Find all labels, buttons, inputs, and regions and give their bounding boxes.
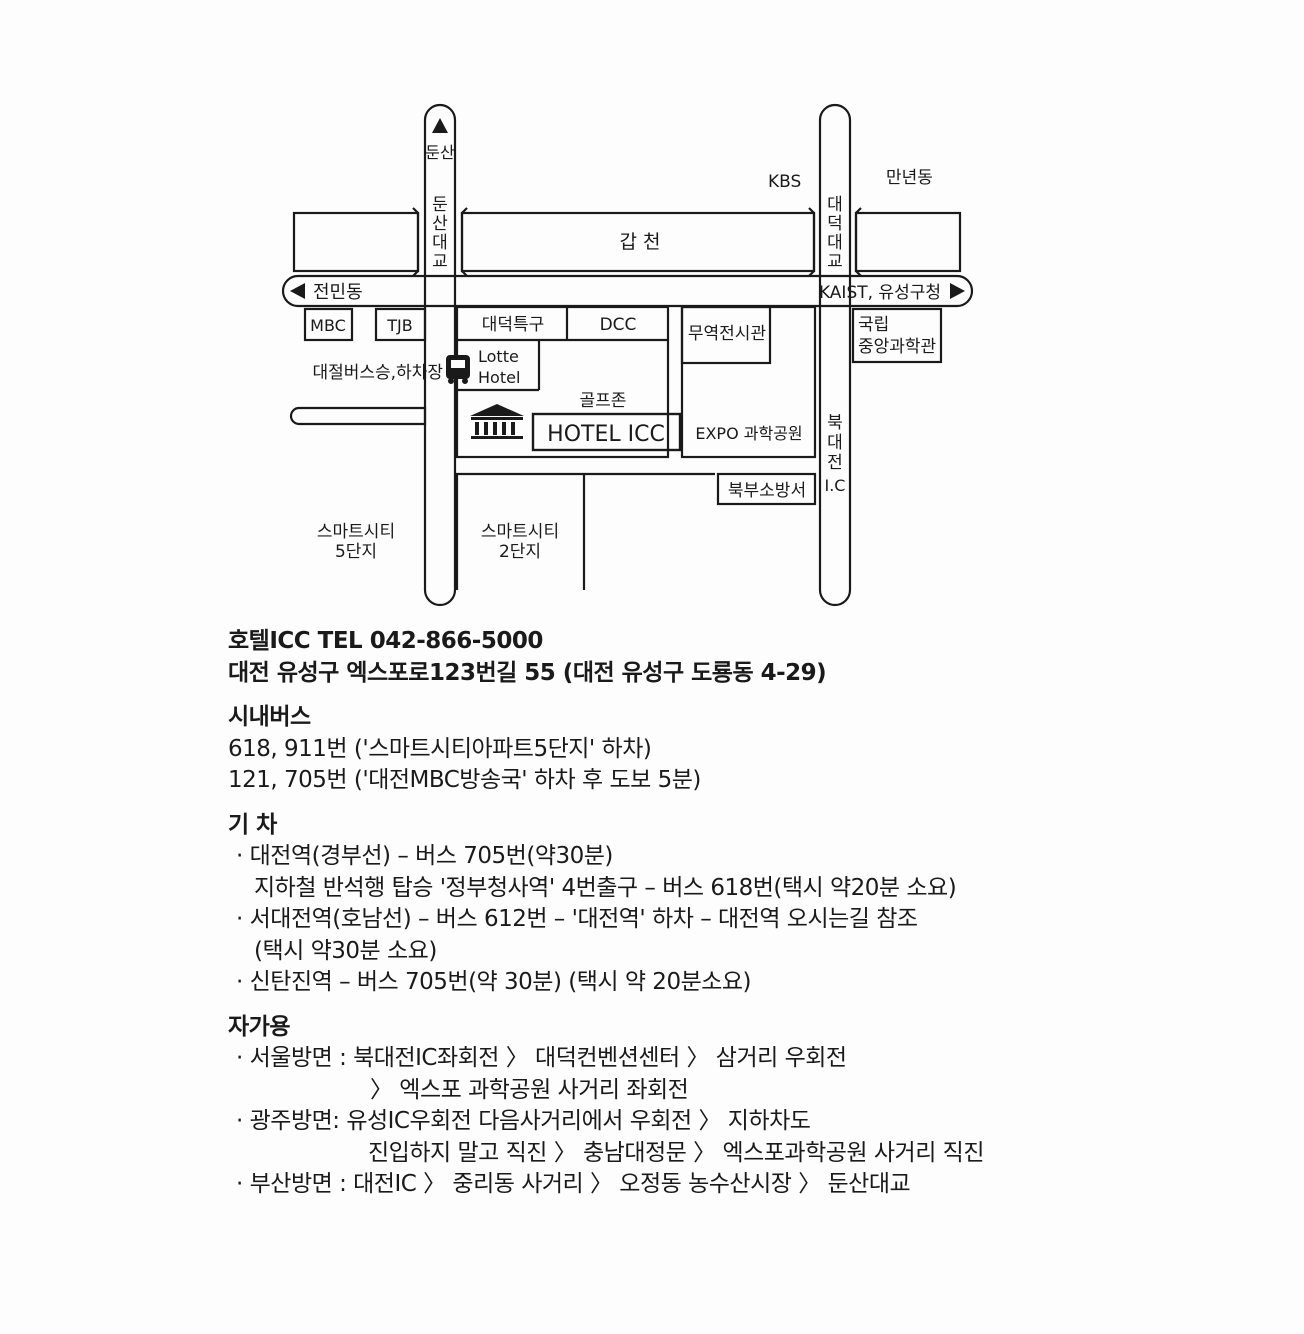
smartcity5-label-2: 5단지 [335,542,377,562]
car-line-3: · 광주방면: 유성IC우회전 다음사거리에서 우회전 〉 지하차도 [236,1108,811,1134]
bus-section: 시내버스 618, 911번 ('스마트시티아파트5단지' 하차) 121, 7… [228,702,1268,797]
daedeok-teukgu-block [455,305,670,459]
arrow-up-icon [432,118,448,133]
mbc-label: MBC [310,316,346,335]
buk-daejeon-ic-label-2: 대 [827,433,843,453]
bus-heading: 시내버스 [228,704,311,730]
dcc-label: DCC [600,315,637,335]
jeonmin-label: 전민동 [313,282,363,303]
daedeok-bridge-label-4: 교 [827,252,843,272]
mbc-building [303,307,354,342]
dunsan-bridge-label-1: 둔 [432,195,448,215]
science-museum-label-2: 중앙과학관 [858,337,936,357]
tjb-label: TJB [386,316,412,335]
daedeok-road [818,103,852,607]
train-line-2: 지하철 반석행 탑승 '정부청사역' 4번출구 – 버스 618번(택시 약20… [254,874,957,901]
side-road-west [289,406,427,426]
bus-line-1: 618, 911번 ('스마트시티아파트5단지' 하차) [228,735,652,762]
trade-hall-box [680,305,772,365]
train-line-3: · 서대전역(호남선) – 버스 612번 – '대전역' 하차 – 대전역 오… [236,906,918,932]
daedeok-bridge-label-3: 대 [827,233,843,253]
dunsan-bridge-label-3: 대 [432,233,448,253]
science-museum-box [851,307,943,364]
fire-station-box [716,472,817,506]
dunsan-bridge-label-2: 산 [432,214,448,234]
location-map: 둔산 둔 산 대 교 대 덕 대 교 북 대 전 I.C KBS 만년동 갑 천… [281,103,974,607]
buk-daejeon-ic-label-4: I.C [825,476,846,495]
directions-info: 호텔ICC TEL 042-866-5000 대전 유성구 엑스포로123번길 … [228,626,1268,1201]
smartcity2-label-1: 스마트시티 [481,522,559,542]
fire-station-label: 북부소방서 [728,481,806,501]
block-northeast [854,211,962,273]
arrow-left-icon [290,283,305,299]
car-line-4: 진입하지 말고 직진 〉 충남대정문 〉 엑스포과학공원 사거리 직진 [368,1139,985,1166]
lotte-hotel-label-1: Lotte [478,347,519,366]
daedeok-bridge-label-1: 대 [827,195,843,215]
hotel-icc-label-box [531,412,682,452]
daedeok-bridge-label-2: 덕 [827,214,843,234]
train-line-4: (택시 약30분 소요) [254,937,437,964]
daedeok-teukgu-label: 대덕특구 [482,315,545,335]
car-line-5: · 부산방면 : 대전IC 〉 중리동 사거리 〉 오정동 농수산시장 〉 둔산… [236,1171,911,1197]
arrow-right-icon [950,283,965,299]
train-section: 기 차 · 대전역(경부선) – 버스 705번(약30분) 지하철 반석행 탑… [228,810,1268,999]
mannyeon-label: 만년동 [886,168,933,188]
hotel-icc-label: HOTEL ICC [547,422,665,447]
kaist-label: KAIST, 유성구청 [819,283,941,303]
block-northwest [292,211,420,273]
kbs-label: KBS [768,172,801,192]
car-line-2: 〉 엑스포 과학공원 사거리 좌회전 [370,1076,689,1103]
expo-park-label: EXPO 과학공원 [695,424,802,443]
buk-daejeon-ic-label-3: 전 [827,453,843,473]
dunsan-bridge-label-4: 교 [432,252,448,272]
lotte-hotel-label-2: Hotel [478,368,520,387]
tjb-building [374,307,427,342]
car-line-1: · 서울방면 : 북대전IC좌회전 〉 대덕컨벤션센터 〉 삼거리 우회전 [236,1045,847,1071]
trade-hall-label: 무역전시관 [688,324,766,344]
train-line-5: · 신탄진역 – 버스 705번(약 30분) (택시 약 20분소요) [236,969,752,995]
bus-stop-label: 대절버스승,하차장 [312,363,443,383]
contact-line: 호텔ICC TEL 042-866-5000 [228,628,543,654]
bus-line-2: 121, 705번 ('대전MBC방송국' 하차 후 도보 5분) [228,767,701,793]
car-heading: 자가용 [228,1013,290,1040]
dunsan-direction-label: 둔산 [425,143,455,162]
golfzone-label: 골프존 [580,391,627,411]
main-horizontal-road [281,274,974,308]
car-section: 자가용 · 서울방면 : 북대전IC좌회전 〉 대덕컨벤션센터 〉 삼거리 우회… [228,1012,1268,1201]
smartcity2-label-2: 2단지 [499,542,541,562]
address-line: 대전 유성구 엑스포로123번길 55 (대전 유성구 도룡동 4-29) [228,659,827,686]
train-heading: 기 차 [228,811,277,838]
gapcheon-label: 갑 천 [620,231,661,253]
hotel-building-icon [470,404,524,439]
buk-daejeon-ic-label-1: 북 [827,413,843,433]
science-museum-label-1: 국립 [858,315,889,335]
smartcity5-label-1: 스마트시티 [317,522,395,542]
train-line-1: · 대전역(경부선) – 버스 705번(약30분) [236,843,613,869]
bus-icon [446,355,470,384]
dunsan-road [423,103,457,607]
